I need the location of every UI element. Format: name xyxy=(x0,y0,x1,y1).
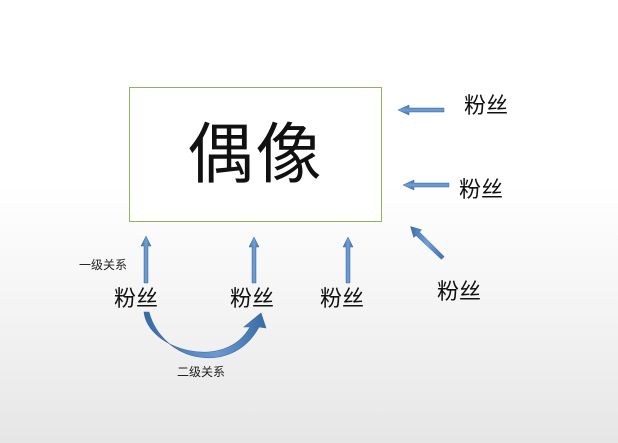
idol-box: 偶像 xyxy=(129,87,382,222)
second-level-label: 二级关系 xyxy=(177,365,226,379)
fan-label-right-2: 粉丝 xyxy=(459,178,504,203)
idol-label: 偶像 xyxy=(187,115,324,193)
fan-label-right-3: 粉丝 xyxy=(437,280,482,305)
arrow-left-1 xyxy=(397,104,445,116)
arrow-up-1 xyxy=(140,235,152,284)
arrow-curve-second-level xyxy=(143,311,267,359)
fan-label-bottom-3: 粉丝 xyxy=(320,287,365,312)
arrow-diagonal xyxy=(410,226,445,260)
arrow-up-2 xyxy=(248,236,260,284)
fan-label-bottom-2: 粉丝 xyxy=(230,287,275,312)
arrow-up-3 xyxy=(342,236,354,284)
fan-label-bottom-1: 粉丝 xyxy=(114,287,159,312)
arrow-left-2 xyxy=(402,179,450,191)
fan-label-right-1: 粉丝 xyxy=(464,94,509,119)
first-level-label: 一级关系 xyxy=(79,258,128,272)
